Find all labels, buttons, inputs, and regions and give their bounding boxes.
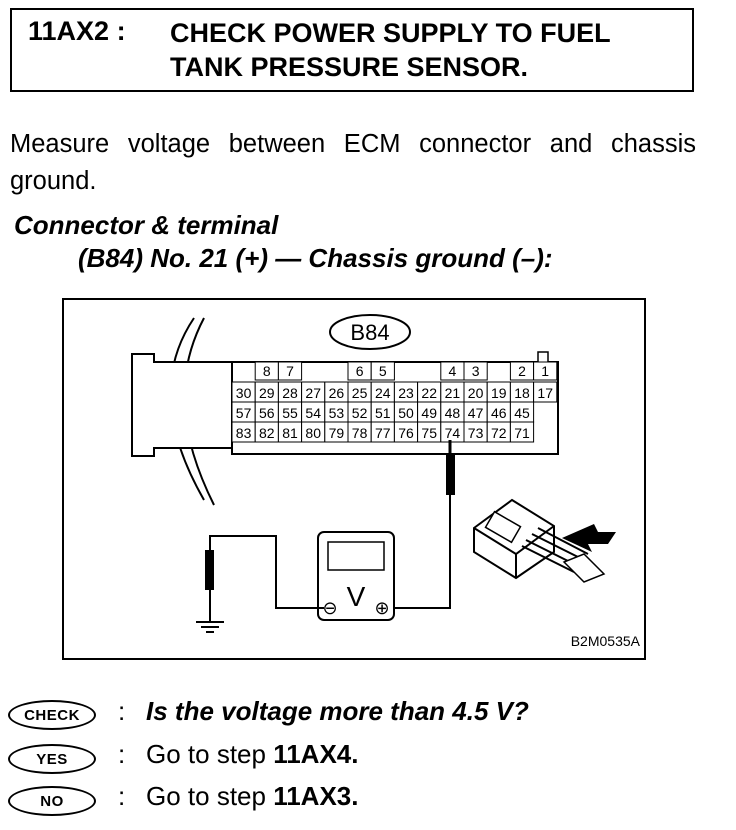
yes-step[interactable]: 11AX4 (273, 739, 352, 769)
terminal-26: 26 (329, 385, 345, 401)
colon: : (118, 781, 126, 811)
no-prefix: Go to step (146, 781, 274, 811)
connector-label-oval (329, 314, 411, 350)
positive-probe (446, 455, 455, 495)
terminal-51: 51 (375, 405, 391, 421)
terminal-7: 7 (286, 363, 294, 379)
terminal-1: 1 (541, 363, 549, 379)
yes-row: YES (8, 743, 96, 775)
yes-suffix: . (351, 739, 359, 769)
connector-heading: Connector & terminal (14, 210, 279, 240)
terminal-57: 57 (236, 405, 252, 421)
terminal-28: 28 (282, 385, 298, 401)
terminal-29: 29 (259, 385, 275, 401)
terminal-19: 19 (491, 385, 507, 401)
negative-probe (205, 550, 214, 590)
terminal-71: 71 (514, 425, 530, 441)
negative-lead (209, 535, 324, 609)
voltmeter-display (327, 541, 385, 571)
terminal-30: 30 (236, 385, 252, 401)
terminal-80: 80 (305, 425, 321, 441)
yes-prefix: Go to step (146, 739, 274, 769)
no-badge: NO (8, 786, 96, 816)
colon: : (118, 739, 126, 769)
terminal-25: 25 (352, 385, 368, 401)
no-step[interactable]: 11AX3 (273, 781, 352, 811)
yes-badge: YES (8, 744, 96, 774)
terminal-78: 78 (352, 425, 368, 441)
terminal-54: 54 (305, 405, 321, 421)
terminal-22: 22 (421, 385, 437, 401)
terminal-20: 20 (468, 385, 484, 401)
terminal-71-cell (509, 421, 535, 443)
yes-action: Go to step 11AX4. (146, 739, 359, 770)
terminal-47: 47 (468, 405, 484, 421)
terminal-45: 45 (514, 405, 530, 421)
check-row: CHECK (8, 699, 96, 731)
terminal-18: 18 (514, 385, 530, 401)
terminal-48: 48 (445, 405, 461, 421)
terminal-49: 49 (421, 405, 437, 421)
no-action: Go to step 11AX3. (146, 781, 359, 812)
terminal-56: 56 (259, 405, 275, 421)
connector-detail: (B84) No. 21 (+) — Chassis ground (–): (78, 243, 553, 273)
terminal-17-cell (533, 381, 558, 403)
connector-label: B84 (350, 320, 389, 345)
terminal-21: 21 (445, 385, 461, 401)
terminal-17: 17 (537, 385, 553, 401)
step-header: 11AX2 : CHECK POWER SUPPLY TO FUEL TANK … (10, 8, 694, 92)
terminal-73: 73 (468, 425, 484, 441)
terminal-74: 74 (445, 425, 461, 441)
terminal-5: 5 (379, 363, 387, 379)
step-title: CHECK POWER SUPPLY TO FUEL TANK PRESSURE… (170, 18, 611, 82)
terminal-27: 27 (305, 385, 321, 401)
terminal-76: 76 (398, 425, 414, 441)
terminal-1-cell (533, 361, 558, 381)
colon: : (118, 696, 126, 726)
terminal-81: 81 (282, 425, 298, 441)
terminal-8: 8 (263, 363, 271, 379)
terminal-72: 72 (491, 425, 507, 441)
terminal-52: 52 (352, 405, 368, 421)
terminal-4: 4 (449, 363, 457, 379)
terminal-83: 83 (236, 425, 252, 441)
terminal-3-cell (463, 361, 488, 381)
connector-back-view (473, 498, 606, 583)
terminal-3: 3 (472, 363, 480, 379)
minus-terminal: ⊖ (322, 598, 337, 619)
terminal-46: 46 (491, 405, 507, 421)
terminal-82: 82 (259, 425, 275, 441)
connector-housing (131, 353, 233, 457)
terminal-53: 53 (329, 405, 345, 421)
plus-terminal: ⊕ (374, 598, 389, 619)
positive-lead (382, 495, 451, 609)
terminal-50: 50 (398, 405, 414, 421)
check-badge: CHECK (8, 700, 96, 730)
step-code: 11AX2 : (28, 16, 126, 46)
figure-code: B2M0535A (571, 633, 641, 649)
terminal-5-cell (370, 361, 395, 381)
terminal-24: 24 (375, 385, 391, 401)
terminal-6: 6 (356, 363, 364, 379)
check-question: Is the voltage more than 4.5 V? (146, 696, 529, 726)
terminal-55: 55 (282, 405, 298, 421)
no-row: NO (8, 785, 96, 817)
terminal-75: 75 (421, 425, 437, 441)
terminal-79: 79 (329, 425, 345, 441)
no-suffix: . (351, 781, 359, 811)
instruction-text: Measure voltage between ECM connector an… (10, 130, 696, 195)
terminal-77: 77 (375, 425, 391, 441)
voltmeter-symbol: V (347, 581, 366, 612)
terminal-23: 23 (398, 385, 414, 401)
terminal-7-cell (277, 361, 303, 381)
terminal-2: 2 (518, 363, 526, 379)
arrow-icon (562, 524, 616, 552)
